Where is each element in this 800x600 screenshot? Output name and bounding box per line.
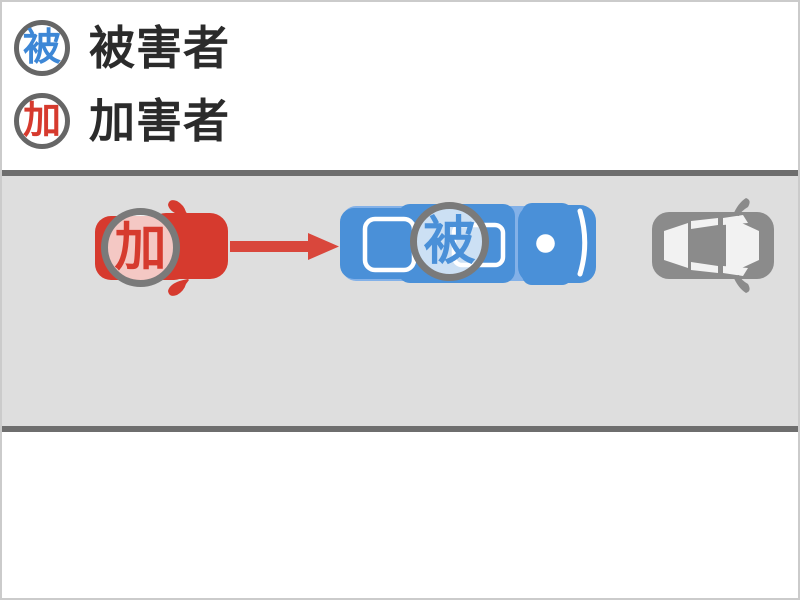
perpetrator-legend-badge-icon: 加 bbox=[14, 93, 70, 149]
victim-legend-label: 被害者 bbox=[89, 22, 230, 74]
other-car-icon bbox=[652, 198, 774, 293]
perpetrator-badge: 加 bbox=[101, 208, 180, 287]
direction-arrow-icon bbox=[230, 233, 339, 260]
victim-legend-badge-icon: 被 bbox=[14, 20, 70, 76]
perpetrator-legend-label: 加害者 bbox=[89, 95, 230, 147]
victim-badge: 被 bbox=[410, 202, 489, 281]
